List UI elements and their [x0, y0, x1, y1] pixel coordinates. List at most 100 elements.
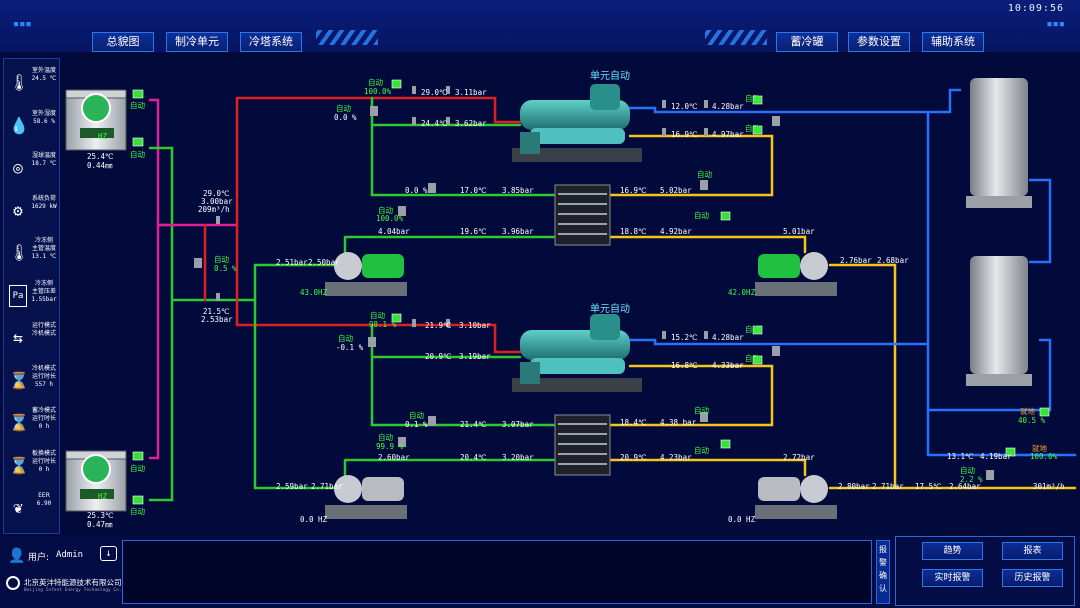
control-mode-label[interactable]: 自动 — [130, 507, 145, 516]
control-mode-label[interactable]: 自动 — [130, 101, 145, 110]
pressure-icon: Pa — [9, 284, 27, 307]
reading-label: 0.47㎜ — [87, 520, 113, 529]
control-mode-label[interactable]: 自动 — [960, 466, 975, 475]
pipe-cond-supply-1 — [235, 96, 522, 124]
trend-button[interactable]: 趋势 — [922, 542, 983, 560]
tab-cooling-tower[interactable]: 冷塔系统 — [240, 32, 302, 52]
valve-icon[interactable] — [1039, 407, 1050, 417]
status-item: ⇆运行模式冷机模式 — [4, 318, 61, 358]
alarm-confirm-button[interactable]: 报警确认 — [876, 540, 890, 604]
status-item-value: 557 h — [34, 380, 54, 388]
company-name: 北京英沣特能源技术有限公司 — [24, 578, 122, 587]
reading-label: 100.0% — [1030, 452, 1058, 461]
valve-icon[interactable] — [132, 137, 144, 147]
reading-label: 3.96bar — [502, 227, 534, 236]
pipe-hx2-cond — [370, 423, 557, 462]
control-mode-label[interactable]: 自动 — [745, 354, 760, 363]
valve-icon[interactable] — [1005, 447, 1016, 457]
status-item-value: 0 h — [38, 423, 50, 430]
logout-icon[interactable]: ↓ — [100, 546, 117, 561]
valve-icon[interactable] — [391, 313, 402, 323]
control-mode-label[interactable]: 自动 — [130, 464, 145, 473]
valve-icon[interactable] — [752, 95, 763, 105]
storage-tank-2 — [966, 256, 1032, 386]
header-stripes-right — [705, 30, 767, 45]
valve-icon[interactable] — [720, 439, 731, 449]
control-mode-label[interactable]: 自动 — [336, 104, 351, 113]
reading-label: 0.0 HZ — [300, 515, 328, 524]
reading-label: 16.9℃ — [671, 130, 698, 139]
tab-auxiliary[interactable]: 辅助系统 — [922, 32, 984, 52]
reading-label: 2.50bar — [308, 258, 340, 267]
pipe-blue-riser — [926, 110, 1077, 457]
reading-label: 17.5℃ — [915, 482, 942, 491]
control-mode-label[interactable]: 自动 — [378, 206, 393, 215]
valve-icon[interactable] — [132, 495, 144, 505]
status-item-label: 板换模式 — [31, 449, 56, 457]
reading-label: 98.1 % — [369, 320, 397, 329]
control-mode-label[interactable]: 自动 — [370, 311, 385, 320]
header-stripes-left — [316, 30, 378, 45]
history-alarm-button[interactable]: 历史报警 — [1002, 569, 1063, 587]
realtime-alarm-button[interactable]: 实时报警 — [922, 569, 983, 587]
control-mode-label[interactable]: 自动 — [745, 124, 760, 133]
control-mode-label[interactable]: 自动 — [409, 411, 424, 420]
control-mode-label[interactable]: 自动 — [214, 255, 229, 264]
status-item-label: 运行模式 — [31, 322, 56, 329]
valve-icon[interactable] — [132, 89, 144, 99]
reading-label: 4.23bar — [660, 453, 692, 462]
control-mode-label[interactable]: 就地 — [1020, 407, 1035, 416]
cooling-tower-2 — [65, 450, 127, 512]
control-mode-label[interactable]: 自动 — [694, 446, 709, 455]
valve-icon[interactable] — [752, 325, 763, 335]
company-name-en: Beijing Infent Energy Technology Co.,Ltd — [24, 588, 133, 593]
pump-1-running — [325, 252, 407, 296]
valve-icon[interactable] — [391, 79, 402, 89]
tab-storage-tank[interactable]: 蓄冷罐 — [776, 32, 838, 52]
status-item-label: EER — [38, 492, 50, 499]
reading-label: 21.5℃ — [203, 307, 230, 316]
valve-icon[interactable] — [720, 211, 731, 221]
pipe-chw-1 — [608, 134, 774, 197]
alarm-list[interactable] — [122, 540, 872, 604]
control-mode-label[interactable]: 自动 — [694, 211, 709, 220]
valve-icon[interactable] — [132, 451, 144, 461]
control-mode-label[interactable]: 就地 — [1032, 444, 1047, 453]
tab-chiller-unit[interactable]: 制冷单元 — [166, 32, 228, 52]
tab-overview[interactable]: 总貌图 — [92, 32, 154, 52]
reading-label: 0.0 % — [405, 186, 428, 195]
pump-2-running — [755, 252, 837, 296]
thermometer-icon: 🌡 — [9, 73, 30, 92]
pipe-hx1-chw — [608, 235, 807, 254]
control-mode-label[interactable]: 自动 — [378, 433, 393, 442]
user-icon: 👤 — [8, 548, 26, 564]
reading-label: 20.9℃ — [425, 352, 452, 361]
reading-label: 21.4℃ — [460, 420, 487, 429]
pipe-hx2-chw — [608, 458, 807, 477]
control-mode-label[interactable]: 自动 — [368, 78, 383, 87]
tab-parameters[interactable]: 参数设置 — [848, 32, 910, 52]
footer-button-panel — [895, 536, 1075, 606]
control-mode-label[interactable]: 自动 — [338, 334, 353, 343]
control-mode-label[interactable]: 自动 — [745, 94, 760, 103]
reading-label: 43.0HZ — [300, 288, 328, 297]
control-mode-label[interactable]: 自动 — [694, 406, 709, 415]
status-item-value: 13.1 ℃ — [31, 253, 57, 260]
control-mode-label[interactable]: 自动 — [745, 325, 760, 334]
valve-icon[interactable] — [752, 125, 763, 135]
status-item-value: 24.5 ℃ — [31, 75, 57, 82]
pipe-tower2-hot — [148, 223, 160, 460]
pipe-tower1-hot — [148, 98, 174, 227]
control-mode-label[interactable]: 自动 — [130, 150, 145, 159]
report-button[interactable]: 报表 — [1002, 542, 1063, 560]
reading-label: 2.71bar — [311, 482, 343, 491]
control-mode-label[interactable]: 自动 — [697, 170, 712, 179]
hourglass-yellow-icon: ⌛ — [9, 413, 29, 432]
valve-icon[interactable] — [752, 355, 763, 365]
top-header: ■■■ ■■■ 10:09:56 总貌图 制冷单元 冷塔系统 蓄冷罐 参数设置 … — [0, 0, 1080, 52]
